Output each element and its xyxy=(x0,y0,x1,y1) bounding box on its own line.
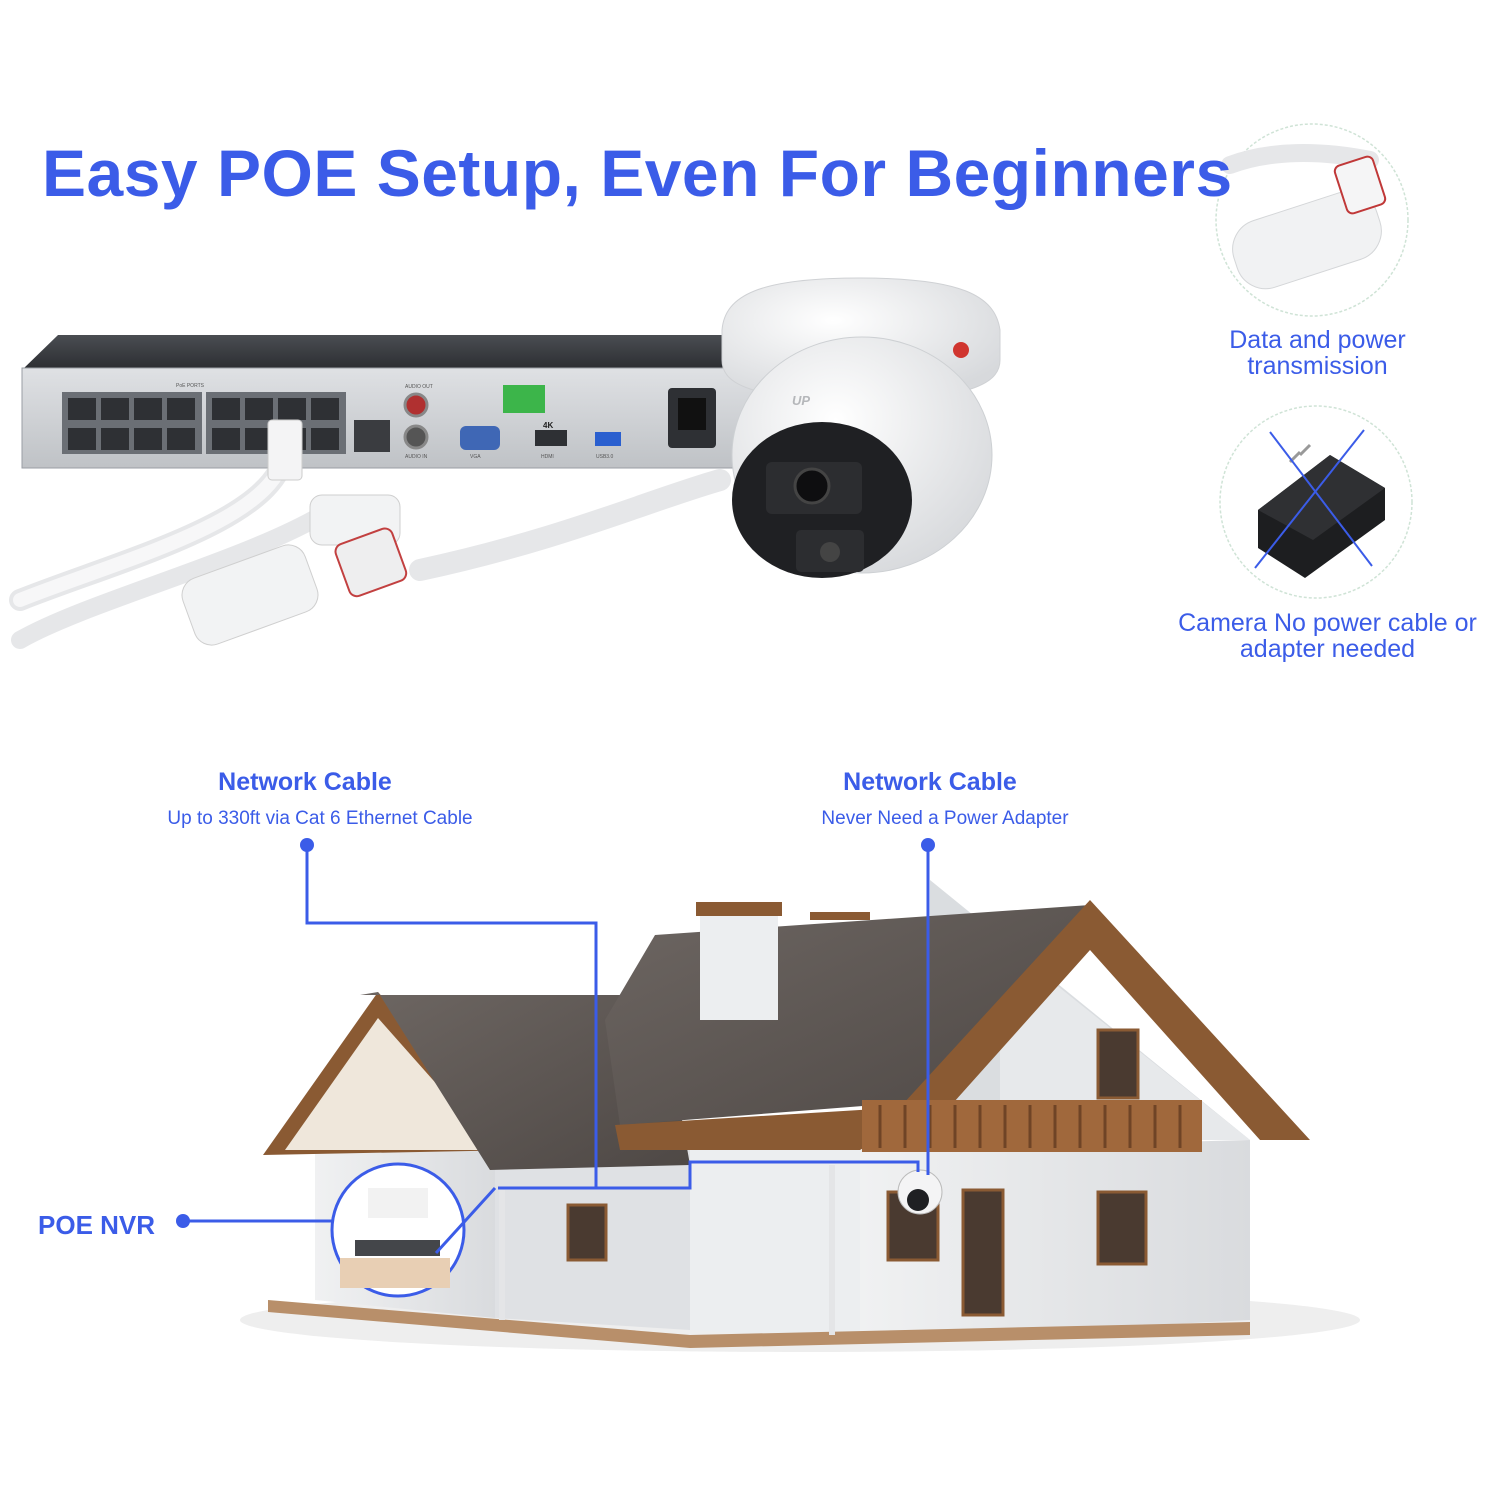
camera-brand-mark: UP xyxy=(792,393,810,408)
left-cable-dot xyxy=(300,838,314,852)
right-cable-subtitle: Never Need a Power Adapter xyxy=(821,808,1069,829)
page-title: Easy POE Setup, Even For Beginners xyxy=(42,136,1233,210)
poe-nvr-label: POE NVR xyxy=(38,1210,156,1240)
right-cable-dot xyxy=(921,838,935,852)
4k-port-label: 4K xyxy=(543,421,553,430)
feature-caption-no-adapter: Camera No power cable or adapter needed xyxy=(1178,609,1477,663)
left-cable-subtitle: Up to 330ft via Cat 6 Ethernet Cable xyxy=(167,808,473,829)
audio-out-port-label: AUDIO OUT xyxy=(405,384,433,390)
audio-in-port-label: AUDIO IN xyxy=(405,454,428,460)
connection-dots xyxy=(176,838,935,1228)
usb-port-label: USB3.0 xyxy=(596,454,613,460)
nvr-dot xyxy=(176,1214,190,1228)
vga-port-label: VGA xyxy=(470,454,481,460)
hdmi-port-label: HDMI xyxy=(541,454,554,460)
network-cables-image xyxy=(9,419,731,649)
feature-caption-data-power: Data and power transmission xyxy=(1229,326,1406,380)
house-image xyxy=(240,880,1360,1352)
left-cable-title: Network Cable xyxy=(218,768,392,796)
connection-lines xyxy=(185,845,930,1255)
right-cable-title: Network Cable xyxy=(843,768,1017,796)
dome-camera-image: UP xyxy=(721,277,1001,578)
nvr-device-image: VGA AUDIO OUT AUDIO IN 4K HDMI USB3.0 Po… xyxy=(21,335,763,469)
crossed-power-adapter-icon xyxy=(1219,405,1413,599)
poe-ports-label: PoE PORTS xyxy=(176,383,205,389)
cable-connector-icon xyxy=(1215,123,1409,317)
